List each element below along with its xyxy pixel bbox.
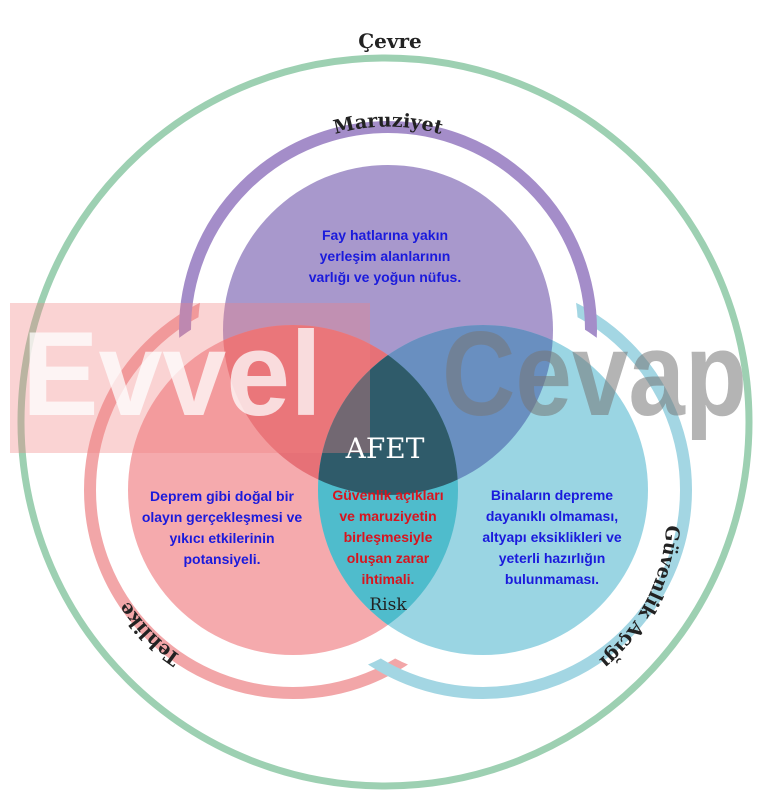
risk-text-1: Güvenlik açıkları xyxy=(332,487,443,503)
watermark-right: Cevap xyxy=(442,307,747,441)
risk-text-3: birleşmesiyle xyxy=(344,529,433,545)
vulnerability-text-2: dayanıklı olmaması, xyxy=(486,508,618,524)
watermark-box xyxy=(10,303,370,453)
exposure-text-1: Fay hatlarına yakın xyxy=(322,227,448,243)
vulnerability-text-1: Binaların depreme xyxy=(491,487,613,503)
outer-label: Çevre xyxy=(358,29,422,53)
hazard-text-1: Deprem gibi doğal bir xyxy=(150,488,294,504)
vulnerability-text-3: altyapı eksiklikleri ve xyxy=(482,529,622,545)
exposure-text-2: yerleşim alanlarının xyxy=(320,248,451,264)
hazard-text-4: potansiyeli. xyxy=(183,551,260,567)
exposure-label: Maruziyet xyxy=(331,110,445,139)
outer-ring-environment xyxy=(17,54,753,790)
center-label: AFET xyxy=(345,432,425,465)
hazard-text-3: yıkıcı etkilerinin xyxy=(169,530,274,546)
watermark-left: Evvel xyxy=(22,307,322,441)
risk-label: Risk xyxy=(369,595,407,615)
vulnerability-text-5: bulunmaması. xyxy=(505,571,599,587)
vulnerability-text-4: yeterli hazırlığın xyxy=(499,550,606,566)
exposure-text-3: varlığı ve yoğun nüfus. xyxy=(309,269,461,285)
hazard-text-2: olayın gerçekleşmesi ve xyxy=(142,509,303,525)
risk-text-2: ve maruziyetin xyxy=(339,508,436,524)
risk-text-5: ihtimali. xyxy=(362,571,415,587)
risk-text-4: oluşan zarar xyxy=(347,550,430,566)
